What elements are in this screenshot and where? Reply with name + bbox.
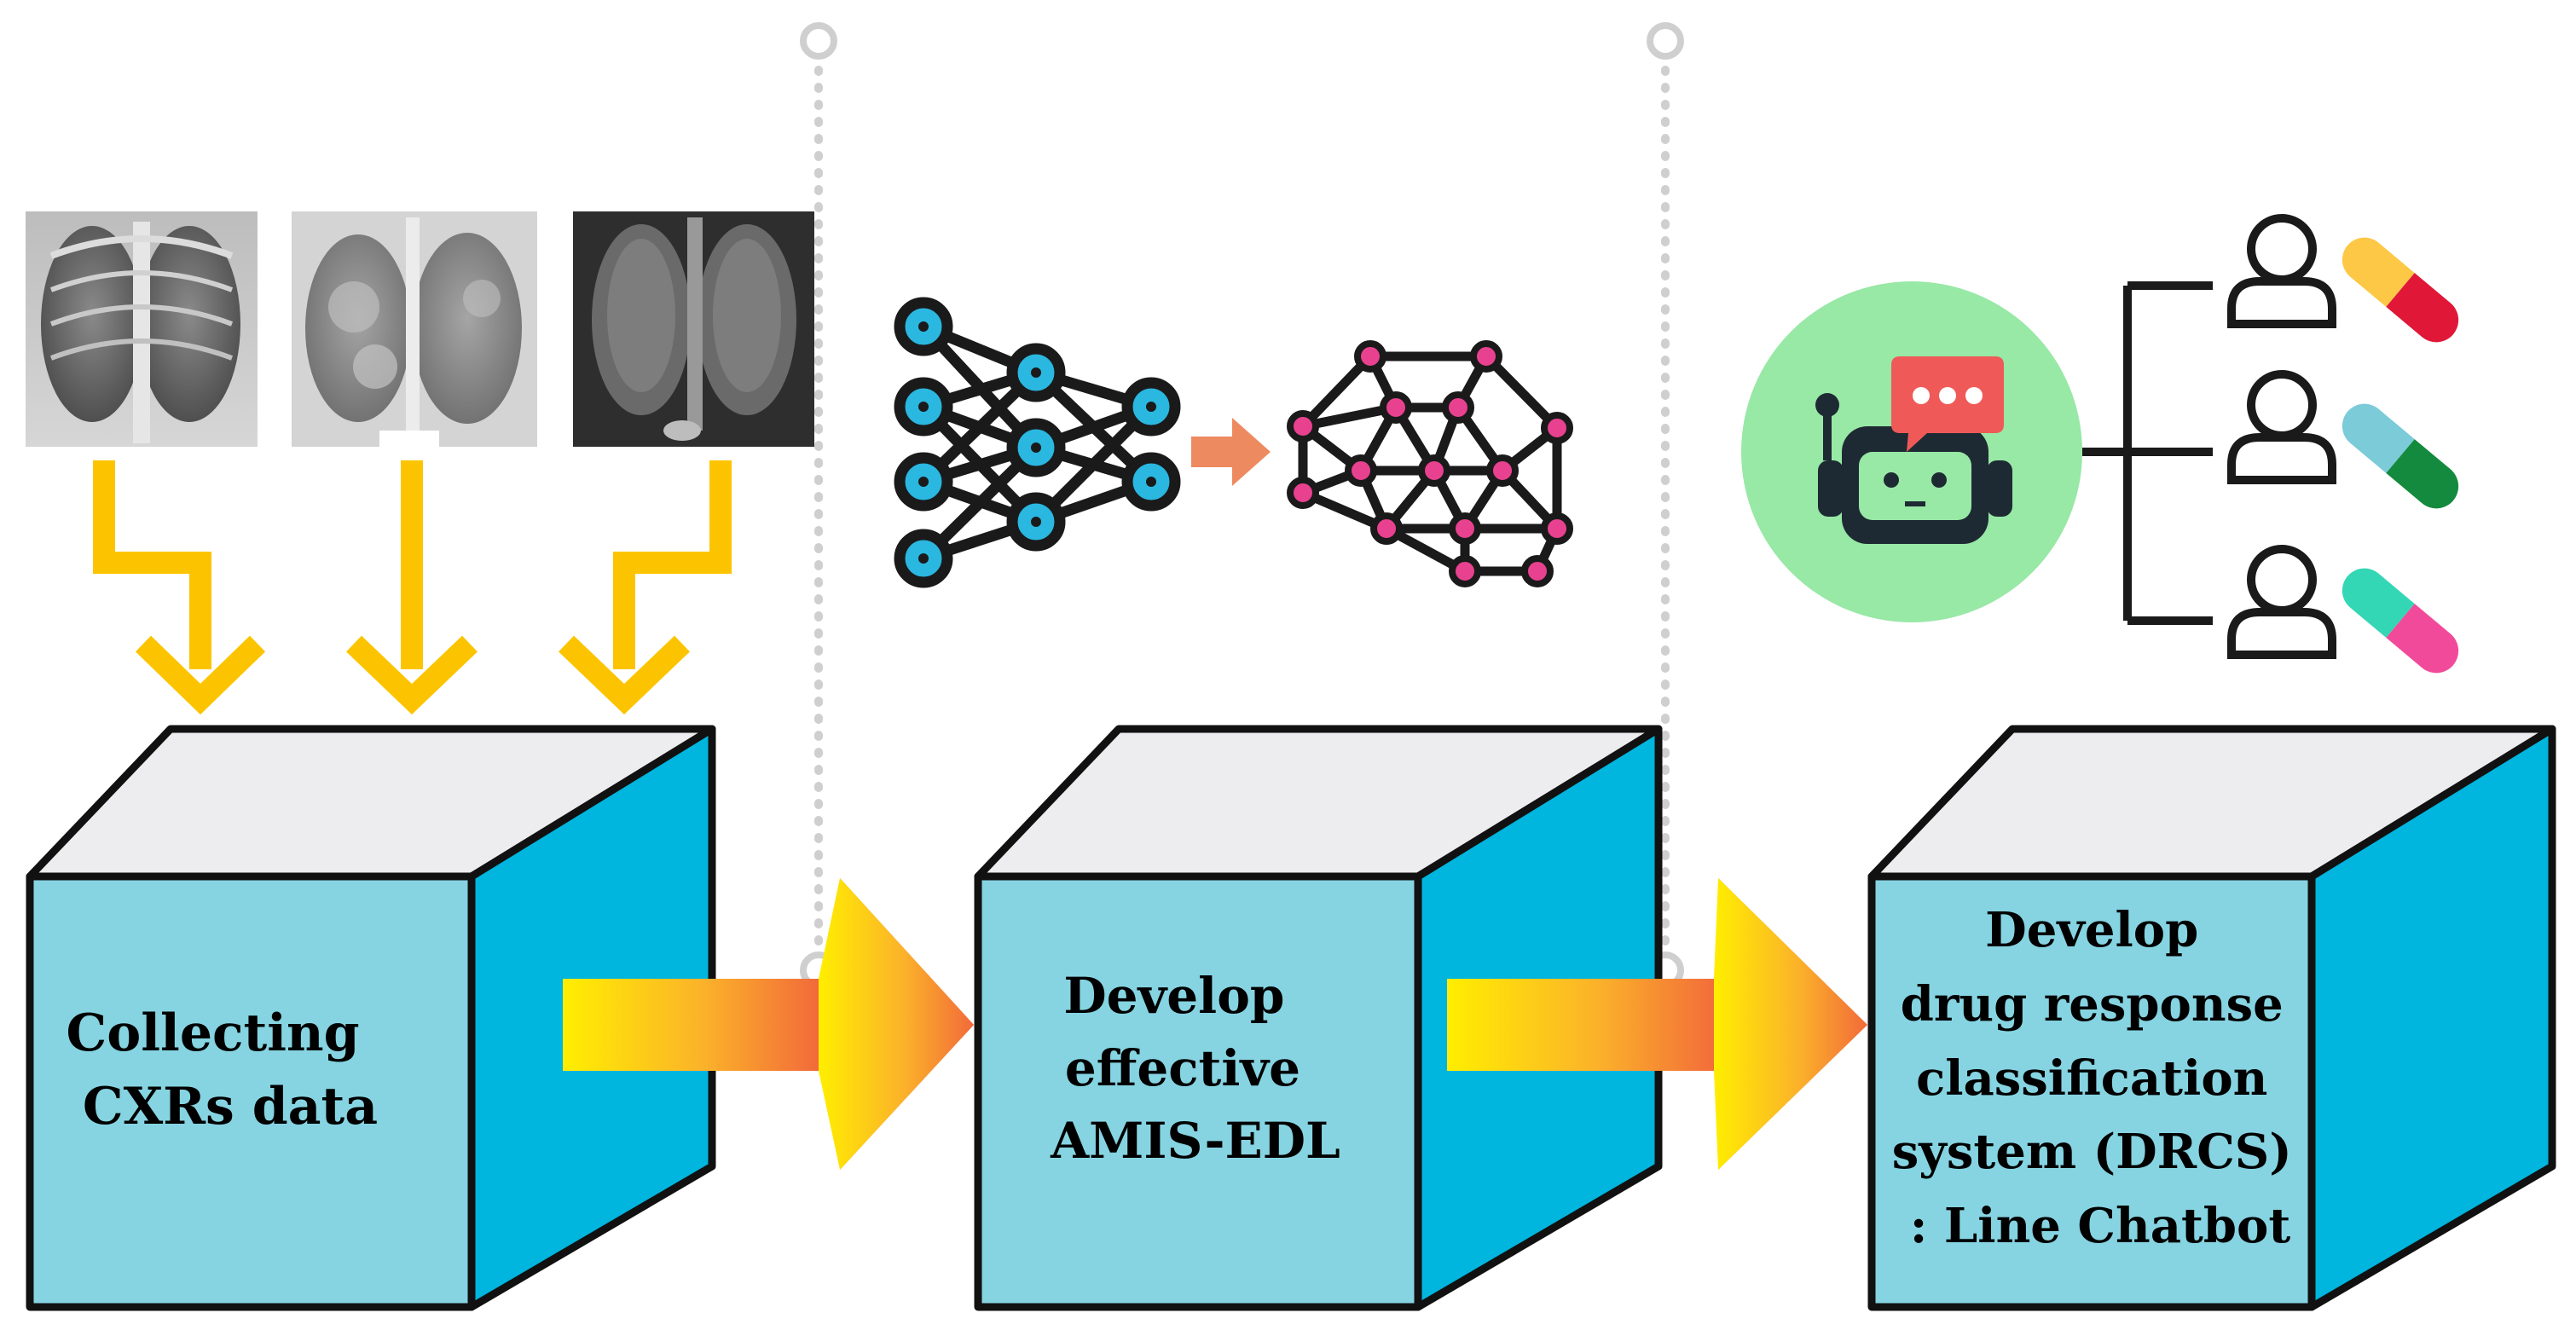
- neural-network-icon: [894, 297, 1181, 588]
- flow-arrow-1: [563, 878, 974, 1170]
- stage-2-line-2: effective: [1065, 1039, 1300, 1097]
- user-icon-3: [2227, 545, 2336, 659]
- collect-arrow-right: [559, 460, 732, 714]
- brain-network-icon: [1287, 340, 1573, 587]
- stage-3-line-3: classification: [1916, 1050, 2267, 1107]
- user-icon-1: [2227, 214, 2336, 328]
- pill-icon-1: [2342, 237, 2459, 343]
- stage-3-line-1: Develop: [1985, 902, 2198, 958]
- stage-cube-2: [974, 725, 1663, 1311]
- xray-image-1: [26, 211, 258, 447]
- stage-cube-3: [1867, 725, 2556, 1311]
- stage-3-line-5: : Line Chatbot: [1910, 1198, 2291, 1254]
- pill-icon-2: [2342, 403, 2459, 509]
- stage-3-label: Develop drug response classification sys…: [1892, 902, 2308, 1254]
- transform-arrow-icon: [1191, 418, 1271, 486]
- collect-arrow-middle: [346, 460, 478, 714]
- stage-1-line-2: CXRs data: [83, 1077, 378, 1136]
- stage-1-label: Collecting CXRs data: [66, 1003, 378, 1136]
- stage-2-line-1: Develop: [1063, 967, 1284, 1025]
- xray-image-3: [573, 211, 814, 447]
- xray-image-2: [292, 211, 537, 451]
- stage-3-line-4: system (DRCS): [1892, 1124, 2292, 1180]
- chatbot-icon: [1741, 281, 2082, 622]
- flow-arrow-2: [1447, 878, 1867, 1170]
- pill-icon-3: [2342, 568, 2459, 674]
- separator-left: [800, 22, 837, 989]
- user-icon-2: [2227, 370, 2336, 484]
- stage-3-line-2: drug response: [1901, 976, 2284, 1032]
- stage-1-line-1: Collecting: [66, 1003, 359, 1063]
- chatbot-connector: [2082, 281, 2213, 625]
- collect-arrow-left: [93, 460, 266, 715]
- stage-2-line-3: AMIS-EDL: [1050, 1112, 1340, 1170]
- stage-2-label: Develop effective AMIS-EDL: [1050, 967, 1340, 1170]
